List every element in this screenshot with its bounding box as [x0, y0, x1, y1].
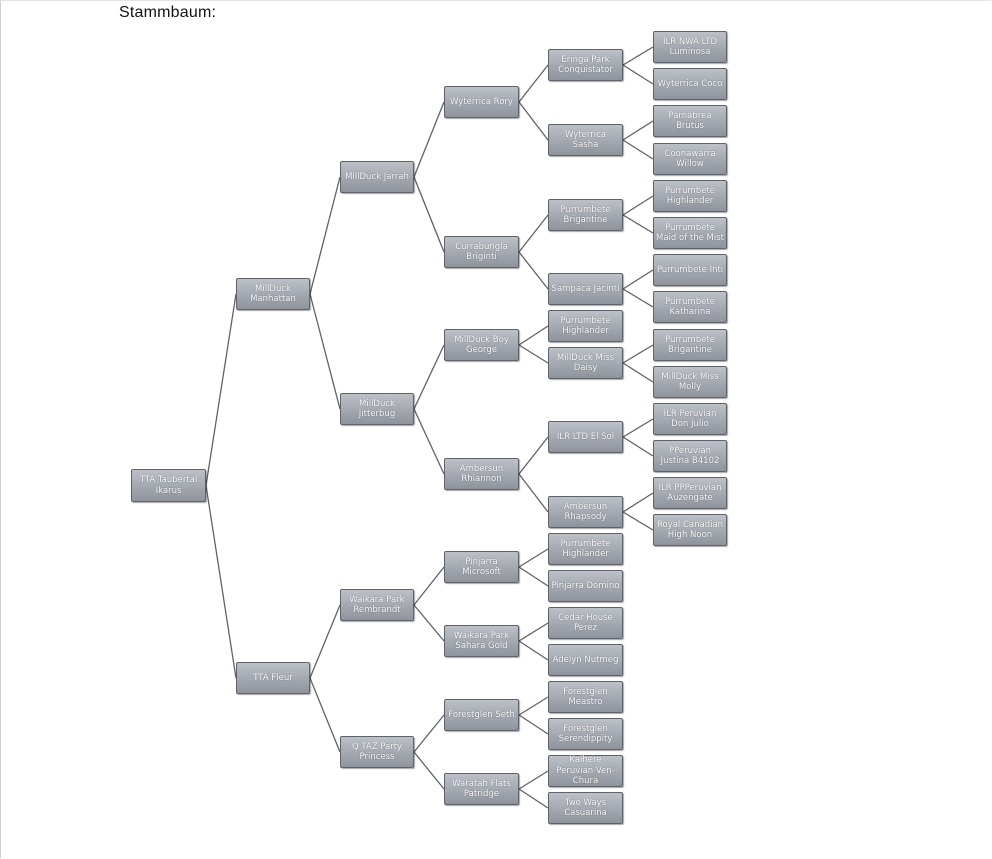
pedigree-connector	[413, 604, 445, 642]
pedigree-connector	[518, 325, 549, 346]
pedigree-node-gen6[interactable]: ILR PPPeruvian Auzengate	[653, 477, 727, 509]
pedigree-connector	[518, 64, 549, 103]
pedigree-node-gen5[interactable]: MillDuck Miss Daisy	[548, 347, 623, 379]
pedigree-connector	[518, 788, 549, 809]
pedigree-connector	[518, 770, 549, 790]
pedigree-connector	[413, 751, 445, 790]
pedigree-node-gen4[interactable]: Ambersun Rhiannon	[444, 458, 519, 490]
pedigree-connector	[518, 436, 549, 475]
pedigree-node-gen5[interactable]: Cedar House Perez	[548, 607, 623, 639]
pedigree-node-gen6[interactable]: MillDuck Miss Molly	[653, 366, 727, 398]
pedigree-node-gen5[interactable]: Kaihere Peruvian Ven-Chura	[548, 755, 623, 787]
pedigree-connector	[622, 511, 654, 531]
pedigree-connector	[622, 288, 654, 308]
pedigree-node-gen6[interactable]: Purrumbete Maid of the Mist	[653, 217, 727, 249]
pedigree-connector	[205, 485, 237, 679]
pedigree-connector	[622, 492, 654, 513]
pedigree-node-gen6[interactable]: Purrumbete Brigantine	[653, 329, 727, 361]
pedigree-node-gen5[interactable]: Ambersun Rhapsody	[548, 496, 623, 528]
pedigree-node-sire-sire[interactable]: MillDuck Jarrah	[340, 161, 414, 193]
pedigree-node-gen6[interactable]: Purrumbete Katharina	[653, 291, 727, 323]
pedigree-node-gen6[interactable]: Purrumbete Highlander	[653, 180, 727, 212]
pedigree-node-dam-dam[interactable]: Q TAZ Party Princess	[340, 736, 414, 768]
pedigree-node-gen4[interactable]: MillDuck Boy George	[444, 329, 519, 361]
pedigree-connector	[309, 677, 341, 753]
pedigree-connector	[518, 251, 549, 290]
pedigree-connector	[309, 604, 341, 679]
pedigree-connector	[622, 269, 654, 290]
pedigree-connector	[622, 418, 654, 438]
pedigree-node-gen6[interactable]: Coonawarra Willow	[653, 143, 727, 175]
pedigree-connector	[622, 362, 654, 383]
pedigree-node-gen5[interactable]: Pinjarra Domino	[548, 570, 623, 602]
pedigree-connector	[518, 473, 549, 513]
pedigree-node-gen5[interactable]: Forestglen Meastro	[548, 681, 623, 713]
pedigree-connector	[518, 214, 549, 253]
pedigree-node-gen6[interactable]: Purrumbete Inti	[653, 254, 727, 286]
pedigree-node-gen4[interactable]: Waikara Park Sahara Gold	[444, 625, 519, 657]
pedigree-node-gen4[interactable]: Forestglen Seth	[444, 699, 519, 731]
pedigree-connector	[622, 214, 654, 234]
pedigree-node-dam-sire[interactable]: Waikara Park Rembrandt	[340, 589, 414, 621]
pedigree-node-gen5[interactable]: Purrumbete Highlander	[548, 533, 623, 565]
pedigree-connector	[413, 344, 445, 410]
pedigree-node-sire[interactable]: MillDuck Manhattan	[236, 278, 310, 310]
pedigree-connector	[622, 195, 654, 216]
pedigree-node-gen6[interactable]: ILR Peruvian Don Julio	[653, 403, 727, 435]
pedigree-node-gen5[interactable]: Forestglen Serendippity	[548, 718, 623, 750]
pedigree-node-gen5[interactable]: Two Ways Casuarina	[548, 792, 623, 824]
pedigree-connector	[622, 64, 654, 85]
pedigree-connector	[413, 566, 445, 606]
pedigree-node-gen5[interactable]: Adelyn Nutmeg	[548, 644, 623, 676]
pedigree-connector	[309, 293, 341, 410]
pedigree-connector	[518, 548, 549, 568]
pedigree-connector	[622, 139, 654, 160]
pedigree-connector	[518, 640, 549, 661]
pedigree-connector	[518, 696, 549, 716]
pedigree-connector	[622, 436, 654, 457]
pedigree-node-gen6[interactable]: Wyterrica Coco	[653, 68, 727, 100]
pedigree-node-gen6[interactable]: Parnabrea Brutus	[653, 105, 727, 137]
pedigree-connector	[413, 101, 445, 178]
pedigree-node-gen5[interactable]: Sampaca Jacinti	[548, 273, 623, 305]
pedigree-connector	[413, 408, 445, 475]
pedigree-connector	[518, 622, 549, 642]
pedigree-node-gen5[interactable]: Purrumbete Brigantine	[548, 199, 623, 231]
pedigree-node-gen5[interactable]: Wyterrica Sasha	[548, 124, 623, 156]
pedigree-connector	[518, 344, 549, 364]
pedigree-node-gen6[interactable]: Royal Canadian High Noon	[653, 514, 727, 546]
pedigree-connector	[518, 101, 549, 141]
pedigree-connector	[518, 714, 549, 735]
pedigree-node-gen4[interactable]: Pinjarra Microsoft	[444, 551, 519, 583]
pedigree-connector	[205, 293, 237, 486]
pedigree-node-gen5[interactable]: Purrumbete Highlander	[548, 310, 623, 342]
pedigree-node-gen5[interactable]: ILR LTD El Sol	[548, 421, 623, 453]
pedigree-node-gen4[interactable]: Wyterrica Rory	[444, 86, 519, 118]
pedigree-node-gen6[interactable]: ILR NWA LTD Luminosa	[653, 31, 727, 63]
pedigree-node-gen4[interactable]: Waratah Flats Patridge	[444, 773, 519, 805]
pedigree-connector	[622, 344, 654, 364]
pedigree-connector	[518, 566, 549, 587]
pedigree-node-gen6[interactable]: PPeruvian Justina B4102	[653, 440, 727, 472]
pedigree-connector	[622, 120, 654, 141]
pedigree-node-subject[interactable]: TTA Taubertal Ikarus	[131, 469, 206, 502]
page-title: Stammbaum:	[119, 4, 217, 21]
pedigree-connector	[622, 46, 654, 66]
pedigree-connector	[413, 714, 445, 753]
pedigree-node-sire-dam[interactable]: MillDuck Jitterbug	[340, 393, 414, 425]
pedigree-node-gen4[interactable]: Currabungla Briginti	[444, 236, 519, 268]
pedigree-node-gen5[interactable]: Eringa Park Conquistator	[548, 49, 623, 81]
pedigree-node-dam[interactable]: TTA Fleur	[236, 662, 310, 694]
pedigree-connector	[413, 176, 445, 253]
pedigree-connector	[309, 176, 341, 295]
